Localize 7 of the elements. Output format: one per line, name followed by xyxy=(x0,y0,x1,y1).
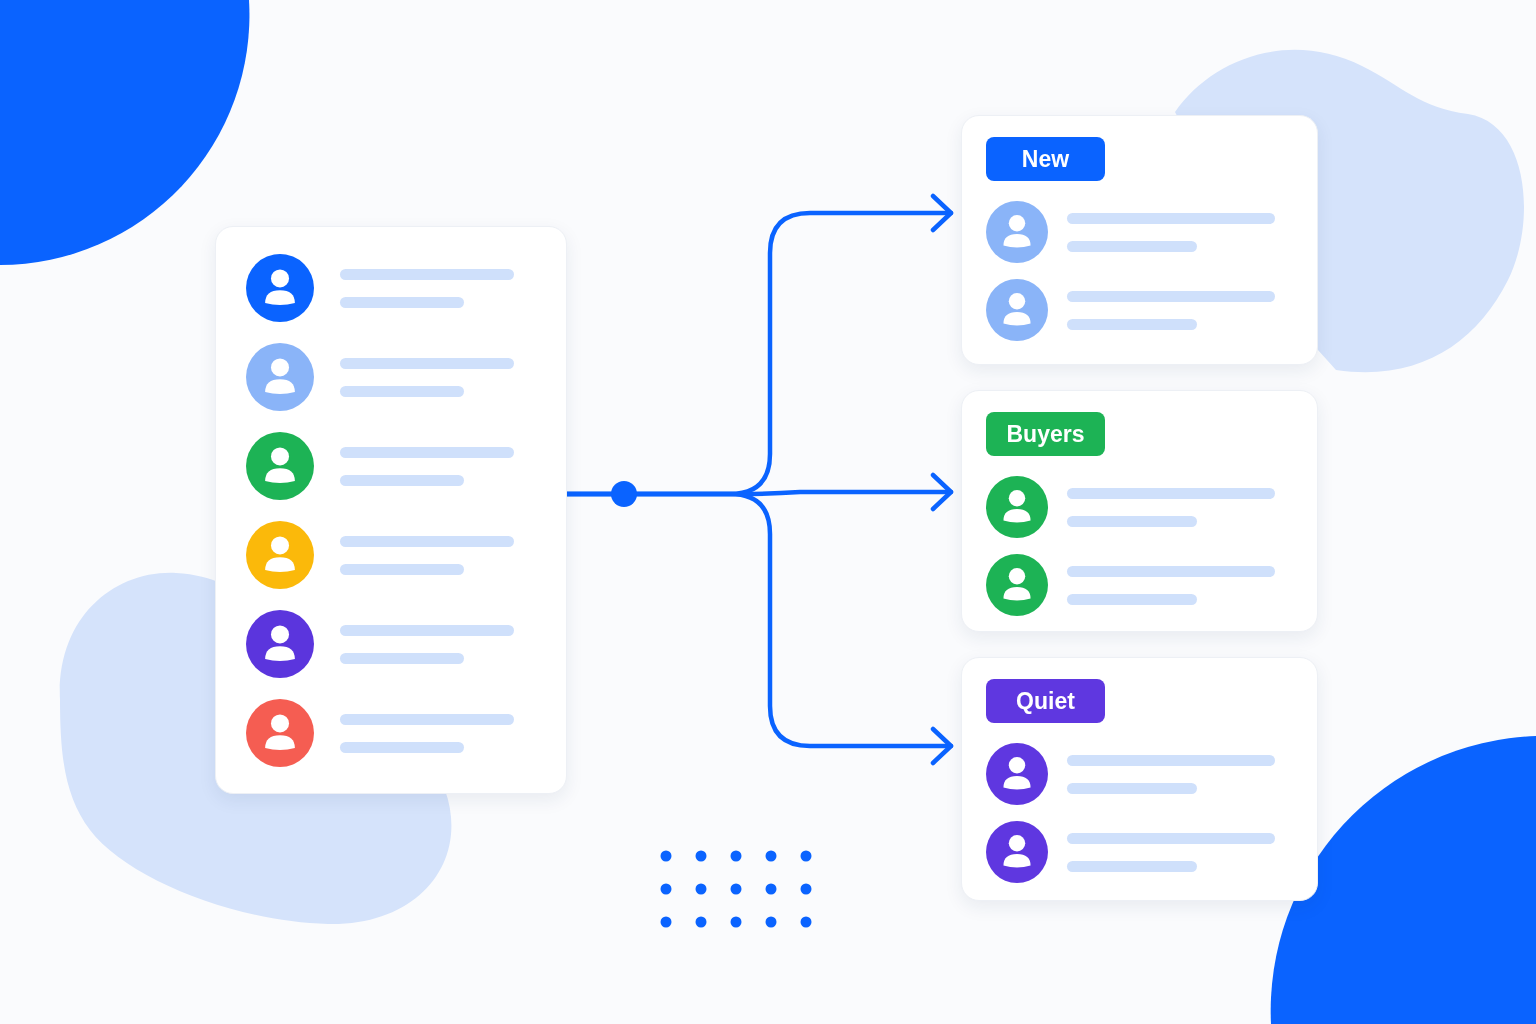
segment-tag: Quiet xyxy=(986,679,1105,723)
segment-card xyxy=(961,115,1318,365)
segment-tag: Buyers xyxy=(986,412,1105,456)
segment-tag: New xyxy=(986,137,1105,181)
segment-card xyxy=(961,390,1318,632)
contact-list-card xyxy=(215,226,567,794)
segment-card xyxy=(961,657,1318,901)
